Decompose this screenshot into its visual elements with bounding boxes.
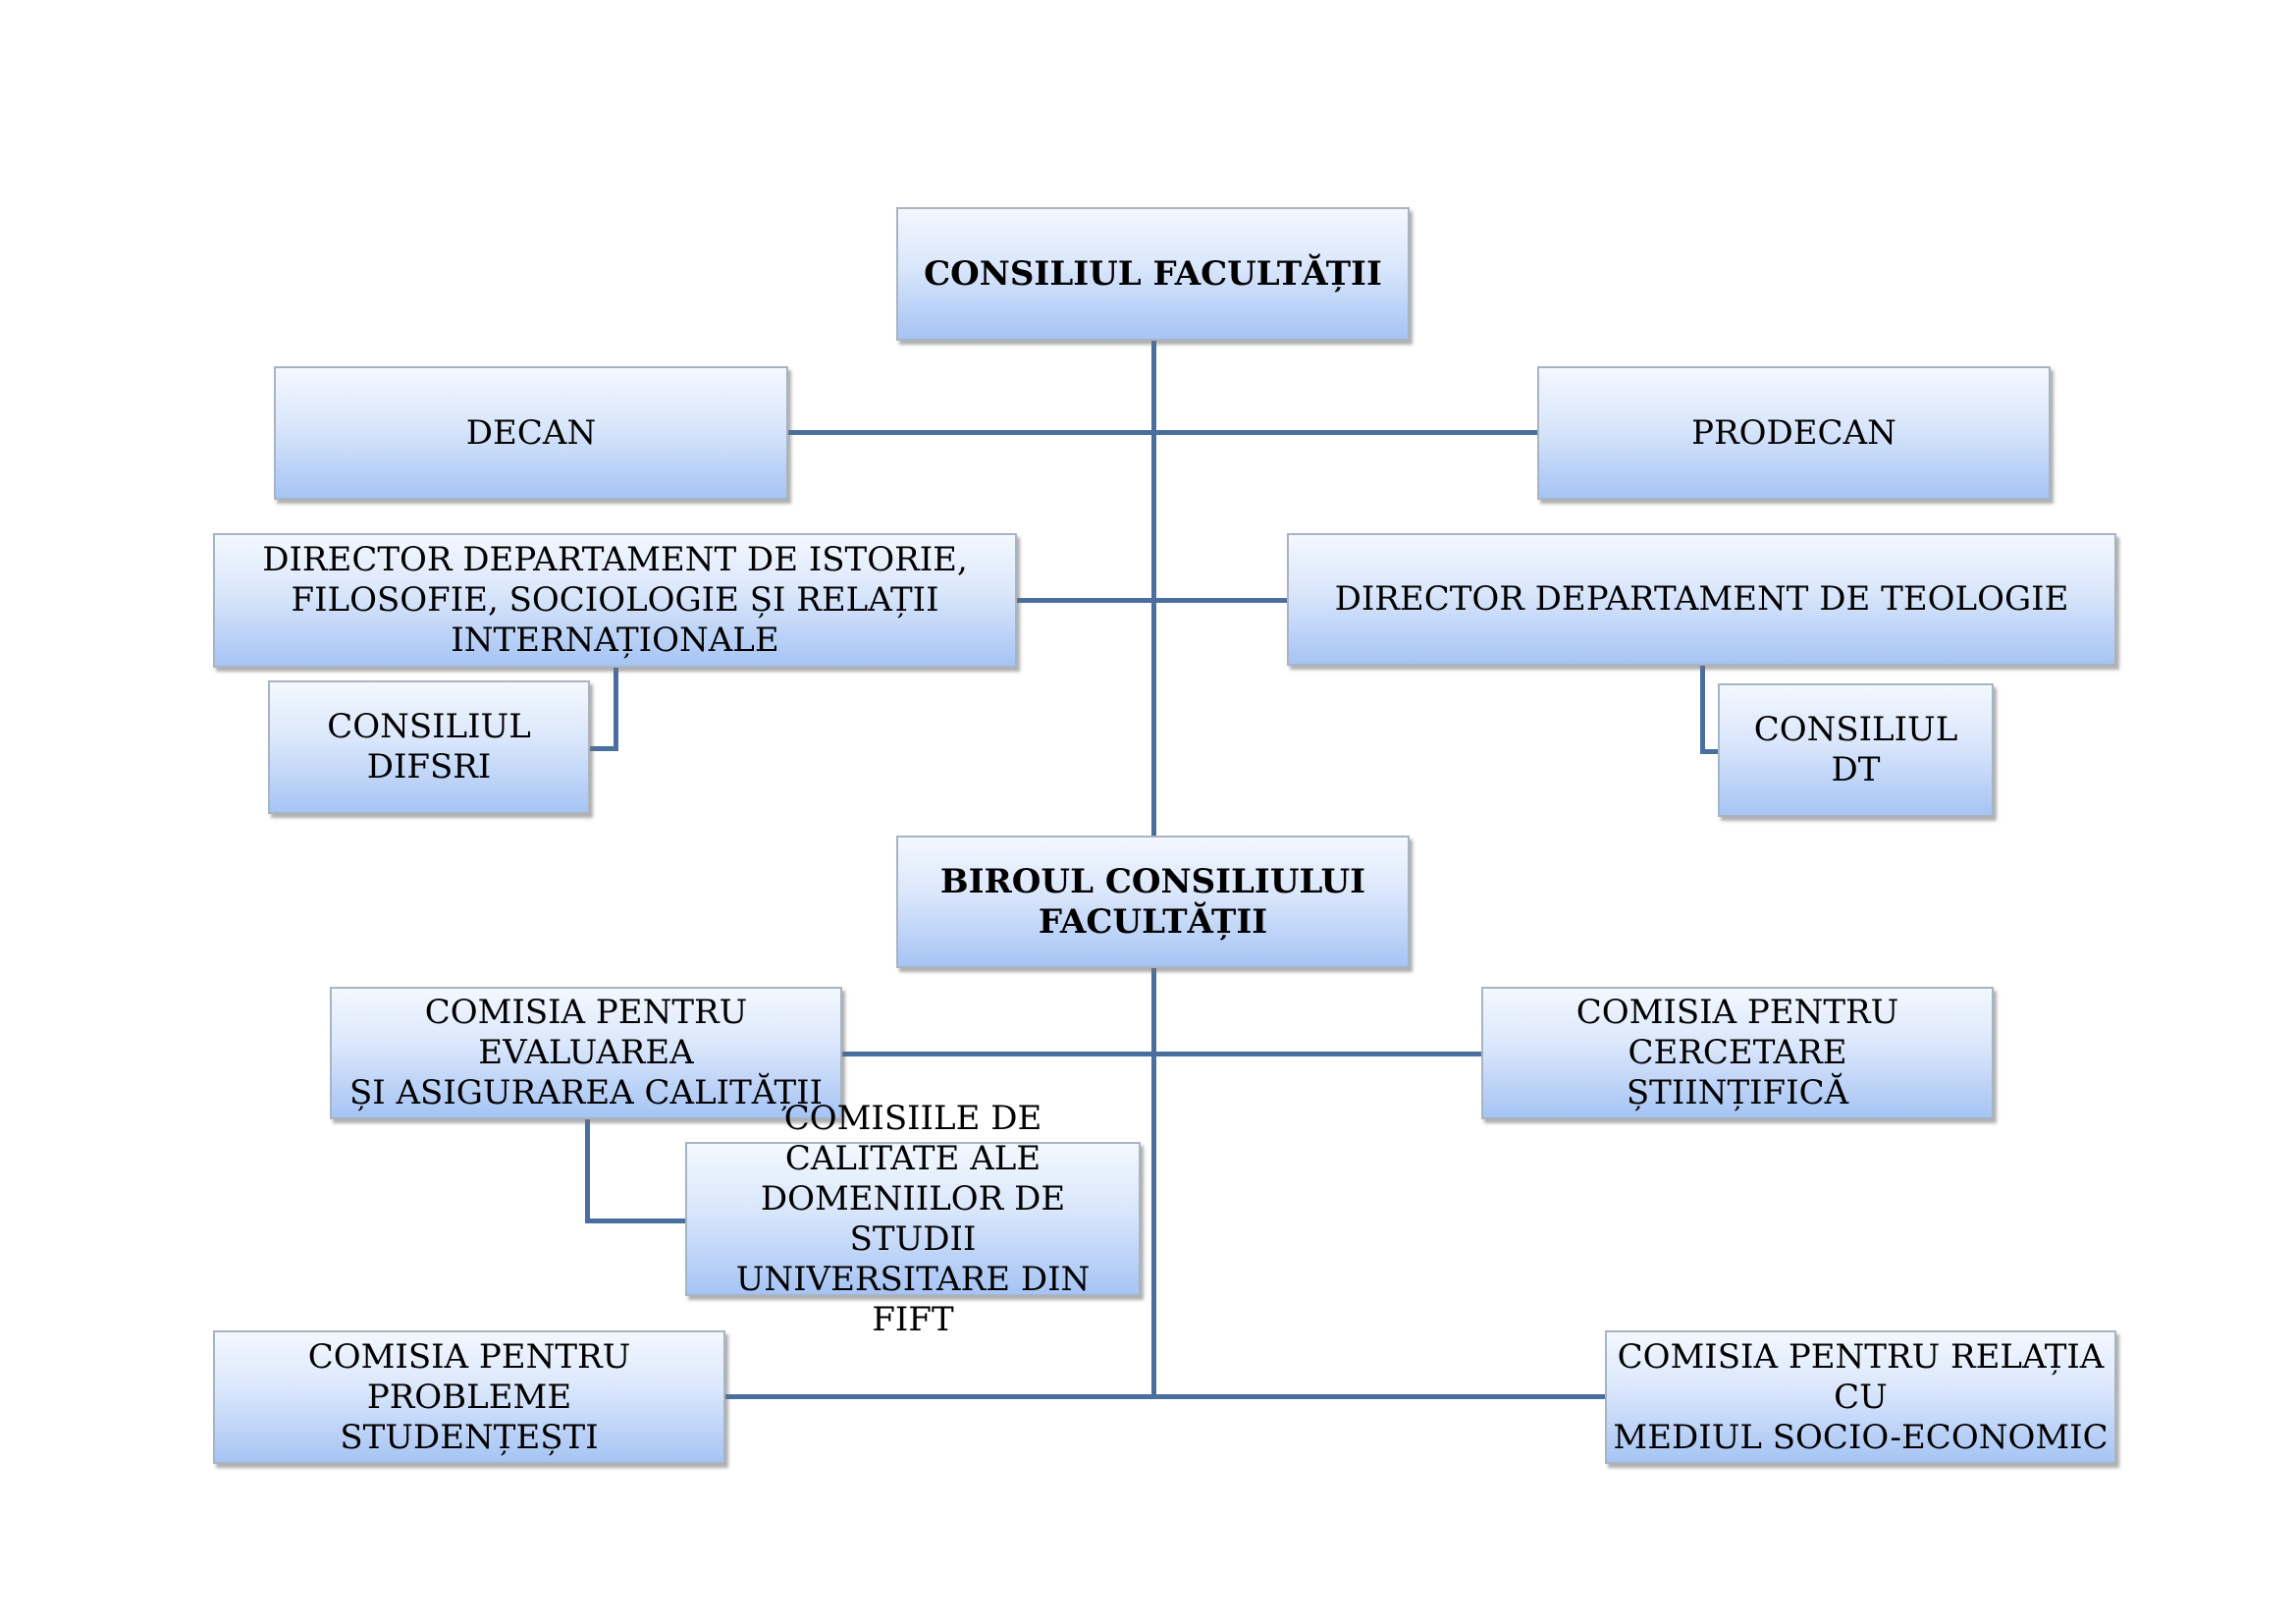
decan-box: DECAN <box>274 366 788 500</box>
comisii-upper-connector <box>842 1052 1481 1056</box>
difsri-vertical-connector <box>614 668 618 751</box>
decan-prodecan-connector <box>788 430 1541 435</box>
dt-horizontal-connector <box>1700 749 1721 754</box>
director-difsri-box: DIRECTOR DEPARTAMENT DE ISTORIE, FILOSOF… <box>213 533 1017 668</box>
comisia-relatia-box: COMISIA PENTRU RELAȚIA CU MEDIUL SOCIO-E… <box>1605 1330 2116 1464</box>
comisia-evaluare-box: COMISIA PENTRU EVALUAREA ȘI ASIGURAREA C… <box>330 987 842 1119</box>
biroul-consiliului-box: BIROUL CONSILIULUI FACULTĂȚII <box>896 836 1410 968</box>
trunk-lower-connector <box>1151 968 1156 1399</box>
prodecan-box: PRODECAN <box>1537 366 2051 500</box>
consiliul-difsri-box: CONSILIUL DIFSRI <box>268 680 590 814</box>
evaluare-vertical-connector <box>585 1119 590 1223</box>
director-dt-box: DIRECTOR DEPARTAMENT DE TEOLOGIE <box>1287 533 2116 666</box>
consiliul-facultatii-box: CONSILIUL FACULTĂȚII <box>896 207 1410 341</box>
directors-connector <box>1017 598 1290 603</box>
dt-vertical-connector <box>1700 666 1705 754</box>
difsri-horizontal-connector <box>590 746 618 751</box>
comisiile-calitate-box: COMISIILE DE CALITATE ALE DOMENIILOR DE … <box>685 1099 1141 1339</box>
comisii-lower-connector <box>725 1394 1605 1399</box>
comisia-studenti-box: COMISIA PENTRU PROBLEME STUDENȚEȘTI <box>213 1330 725 1464</box>
trunk-upper-connector <box>1151 340 1156 840</box>
evaluare-horizontal-connector <box>585 1218 686 1223</box>
consiliul-dt-box: CONSILIUL DT <box>1718 683 1994 817</box>
comisia-cercetare-box: COMISIA PENTRU CERCETARE ȘTIINȚIFICĂ <box>1481 987 1994 1119</box>
